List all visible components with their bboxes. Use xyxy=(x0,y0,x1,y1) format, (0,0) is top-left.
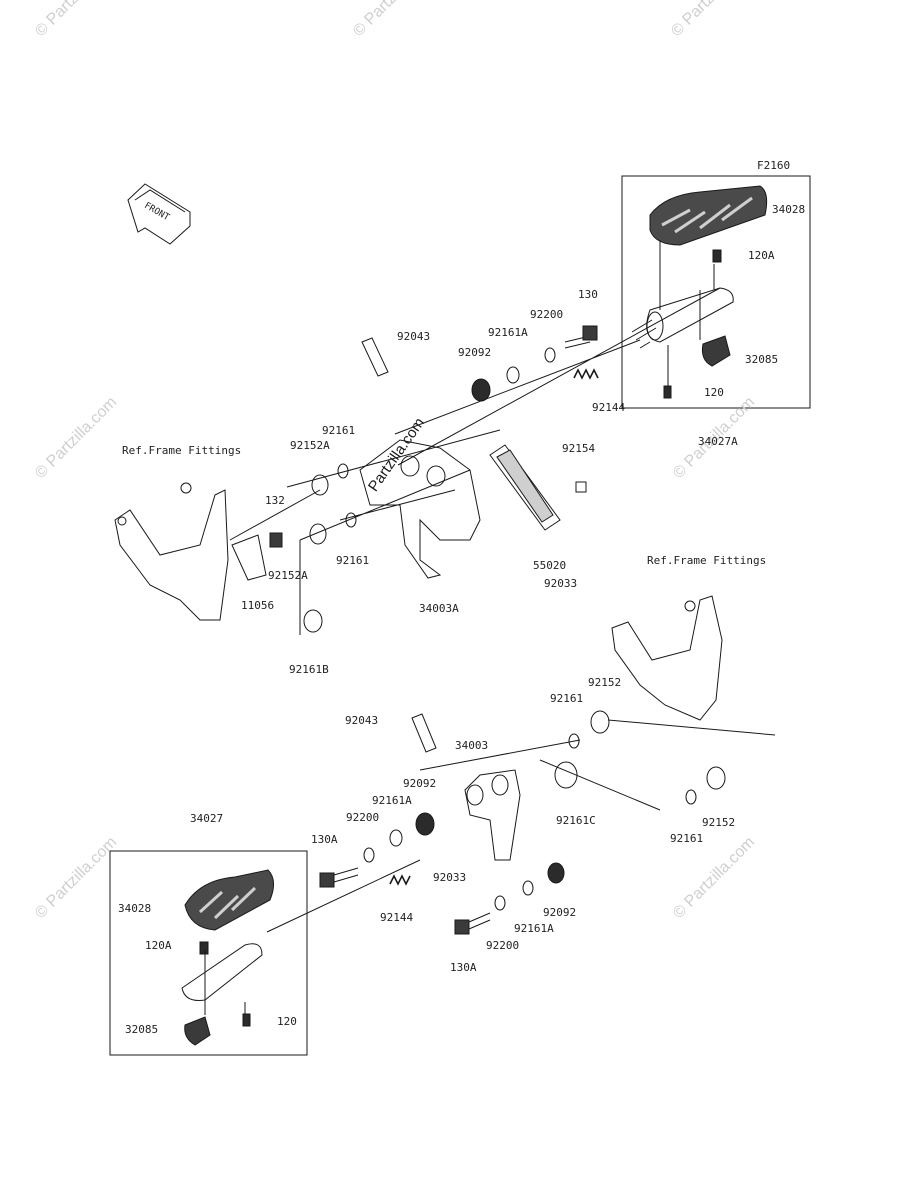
left-frame-fitting xyxy=(114,489,229,621)
part-label: 34027 xyxy=(190,812,224,825)
upper-bolt-120a xyxy=(712,249,722,263)
part-label: 92043 xyxy=(397,330,431,343)
ref-frame-label-left: Ref.Frame Fittings xyxy=(122,444,242,457)
part-label: 55020 xyxy=(533,559,567,572)
part-label: 92161A xyxy=(514,922,554,935)
part-label: 92144 xyxy=(592,401,626,414)
part-label: 130A xyxy=(311,833,338,846)
part-label: 120 xyxy=(277,1015,297,1028)
part-label: 132 xyxy=(265,494,285,507)
figure-code: F2160 xyxy=(757,159,791,172)
bushing-92161c xyxy=(554,761,578,789)
part-label: 92043 xyxy=(345,714,379,727)
upper-footpeg-box xyxy=(621,175,811,409)
part-label: 92161 xyxy=(670,832,704,845)
part-label: 92144 xyxy=(380,911,414,924)
lower-footpeg-box xyxy=(109,850,308,1056)
part-label: 92161B xyxy=(289,663,329,676)
upper-footpeg-rubber xyxy=(649,185,768,246)
lower-pin-92043 xyxy=(411,713,437,753)
part-label: 120A xyxy=(748,249,775,262)
part-label: 92154 xyxy=(562,442,596,455)
part-label: 130A xyxy=(450,961,477,974)
part-label: 92161 xyxy=(550,692,584,705)
part-label: 92152 xyxy=(588,676,622,689)
lower-rubber-block xyxy=(184,1016,211,1046)
upper-rubber-block xyxy=(701,335,731,367)
lower-bracket-34003 xyxy=(464,769,521,861)
lower-footpeg-rubber xyxy=(184,869,274,931)
upper-footpeg-body xyxy=(631,287,734,349)
bushing-92161b xyxy=(303,609,323,633)
part-label: 92161A xyxy=(488,326,528,339)
part-label: 92033 xyxy=(544,577,578,590)
upper-bracket-34003a xyxy=(359,439,481,579)
part-label: 120 xyxy=(704,386,724,399)
lower-footpeg-body xyxy=(181,943,263,1001)
part-label: 92092 xyxy=(403,777,437,790)
part-label: 34028 xyxy=(118,902,152,915)
part-label: 32085 xyxy=(125,1023,159,1036)
part-label: 92161 xyxy=(322,424,356,437)
part-label: 120A xyxy=(145,939,172,952)
part-label: 92152A xyxy=(268,569,308,582)
part-label: 92200 xyxy=(530,308,564,321)
ref-frame-label-right: Ref.Frame Fittings xyxy=(647,554,767,567)
part-label: 34028 xyxy=(772,203,806,216)
part-label: 130 xyxy=(578,288,598,301)
part-label: 92152A xyxy=(290,439,330,452)
part-label: 92161C xyxy=(556,814,596,827)
part-label: 92200 xyxy=(486,939,520,952)
part-label: 92161 xyxy=(336,554,370,567)
part-label: 92161A xyxy=(372,794,412,807)
part-label: 32085 xyxy=(745,353,779,366)
part-label: 34003 xyxy=(455,739,489,752)
upper-pin-92043 xyxy=(361,337,389,377)
part-label: 11056 xyxy=(241,599,275,612)
part-label: 34003A xyxy=(419,602,459,615)
upper-bolt-120 xyxy=(663,385,672,399)
part-label: 92092 xyxy=(543,906,577,919)
bushing-92152a-lower xyxy=(309,523,327,545)
part-label: 92033 xyxy=(433,871,467,884)
part-label: 92152 xyxy=(702,816,736,829)
left-bracket-11056 xyxy=(231,534,267,581)
upper-spring xyxy=(573,368,599,380)
part-label: 34027A xyxy=(698,435,738,448)
part-label: 92092 xyxy=(458,346,492,359)
right-frame-fitting xyxy=(611,595,723,721)
bushing-92152a-upper xyxy=(311,474,329,496)
lower-spring xyxy=(389,874,411,886)
part-label: 92200 xyxy=(346,811,380,824)
front-arrow-icon xyxy=(127,183,191,245)
